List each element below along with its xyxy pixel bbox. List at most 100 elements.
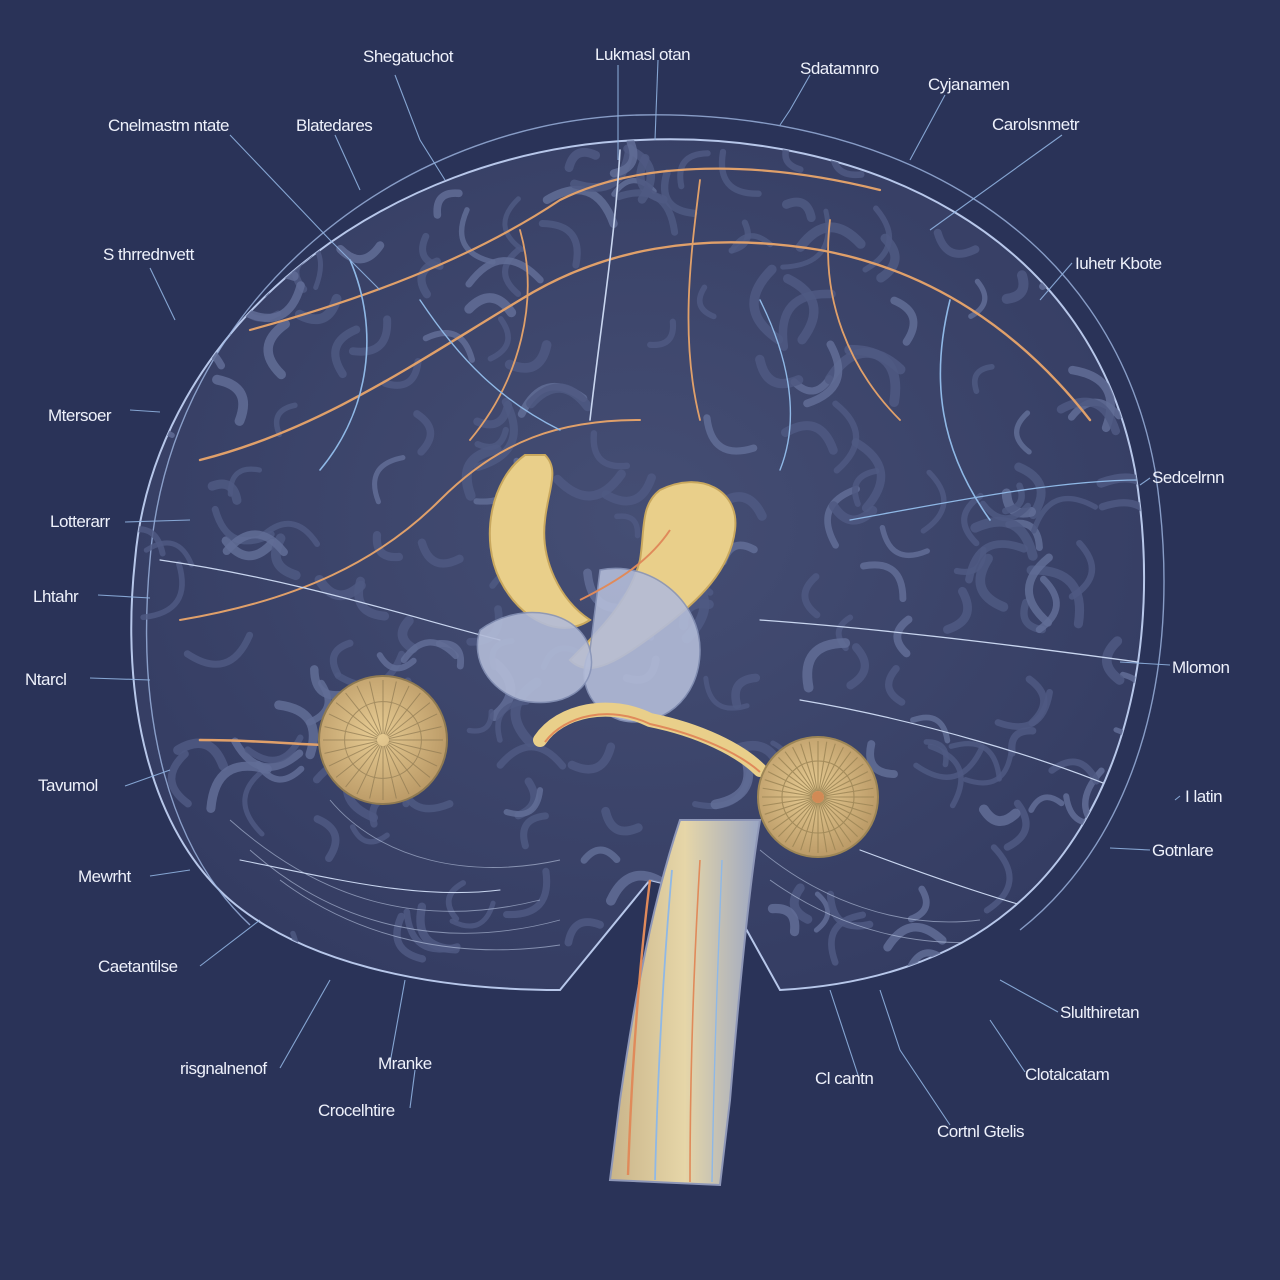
gyrus-fold <box>885 664 906 706</box>
gyrus-fold <box>277 139 332 173</box>
nucleus-fiber <box>345 692 380 736</box>
nucleus-fiber <box>821 801 852 843</box>
gyrus-fold <box>1126 143 1145 180</box>
gyrus-fold <box>647 318 677 348</box>
nucleus-fiber <box>784 751 815 793</box>
gyrus-fold <box>331 325 361 379</box>
label-bottom-1: risgnalnenof <box>180 1059 267 1078</box>
nucleus-fiber <box>792 802 816 848</box>
nucleus-fiber <box>821 751 852 793</box>
gyrus-fold <box>381 358 422 389</box>
nucleus-fiber <box>772 800 814 831</box>
nucleus-fiber <box>818 741 828 792</box>
nucleus-fiber <box>385 685 410 735</box>
gyrus-fold <box>187 188 259 222</box>
gyrus-fold <box>826 890 874 930</box>
label-top-3: Sdatamnro <box>800 59 879 78</box>
gyrus-fold <box>183 631 254 668</box>
gyrus-fold <box>677 150 711 190</box>
gyrus-fold <box>1103 139 1136 172</box>
label-right-2: Sedcelrnn <box>1152 468 1224 487</box>
label-left-1: Cnelmastm ntate <box>108 116 229 135</box>
gyrus-fold <box>803 340 843 408</box>
gyrus-fold <box>417 257 441 299</box>
nucleus-fiber <box>356 745 381 795</box>
gyrus-fold <box>749 264 784 345</box>
label-left-7: Ntarcl <box>25 670 66 689</box>
gyrus-fold <box>828 911 867 966</box>
gyrus-fold <box>852 467 880 507</box>
label-right-1: Iuhetr Kbote <box>1075 254 1162 273</box>
nucleus-fiber <box>383 745 397 799</box>
gyrus-fold <box>520 812 549 850</box>
label-left-8: Tavumol <box>38 776 98 795</box>
nucleus-fiber <box>335 743 379 778</box>
gyrus-fold <box>778 289 836 351</box>
label-bottom-3: Crocelhtire <box>318 1101 395 1120</box>
gyrus-fold <box>570 144 634 192</box>
gyrus-fold <box>580 846 621 864</box>
gyrus-fold <box>222 530 288 557</box>
gyrus-fold <box>212 374 248 426</box>
label-bottom-4: Cl cantn <box>815 1069 873 1088</box>
gyrus-fold <box>718 148 762 197</box>
gyrus-fold <box>145 139 177 214</box>
nucleus-fiber <box>800 743 817 792</box>
gyrus-fold <box>860 561 907 603</box>
gyrus-fold <box>229 154 300 186</box>
gyrus-fold <box>487 316 511 362</box>
nucleus-fiber <box>388 713 438 738</box>
gyrus-fold <box>1039 217 1078 276</box>
gyrus-fold <box>143 540 195 568</box>
gyrus-fold <box>978 804 1021 826</box>
label-bottom-5: Cortnl Gtelis <box>937 1122 1024 1141</box>
gyrus-fold <box>971 363 995 394</box>
gyrus-fold <box>1078 215 1127 258</box>
gyrus-fold <box>879 524 930 558</box>
gyrus-fold <box>963 749 1014 786</box>
gyrus-fold <box>133 328 210 358</box>
gyrus-fold <box>703 414 758 455</box>
gyrus-fold <box>851 438 886 513</box>
nucleus-fiber <box>762 787 813 797</box>
nucleus-fiber <box>778 800 815 837</box>
gyrus-fold <box>933 228 980 258</box>
nucleus-fiber <box>800 802 817 851</box>
gyrus-fold <box>601 806 643 836</box>
gyrus-fold <box>728 219 751 254</box>
gyrus-fold <box>789 883 813 924</box>
gyrus-fold <box>606 870 672 906</box>
brainstem <box>608 819 762 1187</box>
gyrus-fold <box>968 278 988 319</box>
nucleus-fiber <box>818 802 828 853</box>
label-left-6: Lhtahr <box>33 587 79 606</box>
label-top-1: Shegatuchot <box>363 47 454 66</box>
gyrus-fold <box>564 918 604 947</box>
gyrus-fold <box>313 815 340 863</box>
gyrus-fold <box>660 169 698 217</box>
gyrus-fold <box>970 516 1038 561</box>
gyrus-fold <box>1026 565 1085 629</box>
nucleus-fiber <box>335 702 379 737</box>
nucleus-fiber <box>369 745 383 799</box>
gyrus-fold <box>824 485 860 549</box>
nucleus-fiber <box>823 798 872 815</box>
gyrus-fold <box>783 274 819 345</box>
label-left-5: Lotterarr <box>50 512 111 531</box>
gyrus-fold <box>466 708 494 734</box>
nucleus-fiber <box>823 779 872 796</box>
labels: Shegatuchot Lukmasl otan Sdatamnro Cyjan… <box>25 45 1230 1141</box>
left-nucleus <box>318 675 448 805</box>
gyrus-fold <box>1001 270 1029 304</box>
nucleus-fiber <box>819 743 836 792</box>
nucleus-fiber <box>822 763 864 794</box>
nucleus-fiber <box>822 800 864 831</box>
label-top-5: Carolsnmetr <box>992 115 1080 134</box>
gyrus-fold <box>943 586 972 634</box>
gyrus-fold <box>400 639 459 664</box>
nucleus-fiber <box>388 742 438 767</box>
nucleus-fiber <box>764 779 813 796</box>
nucleus-fiber <box>764 798 813 815</box>
gyrus-fold <box>376 652 417 672</box>
gyrus-fold <box>263 319 290 380</box>
